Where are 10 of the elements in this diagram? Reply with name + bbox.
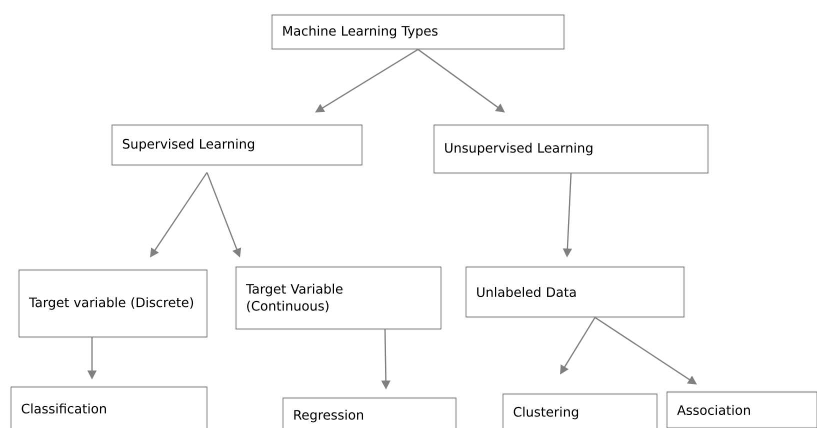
process-box: Unsupervised Learning xyxy=(434,124,708,174)
process-box: Classification xyxy=(10,386,208,428)
process-box: Clustering xyxy=(502,394,658,428)
process-box: Target variable (Discrete) xyxy=(18,270,208,338)
process-box: Machine Learning Types xyxy=(272,14,564,50)
process-box: Target Variable (Continuous) xyxy=(236,266,442,330)
process-box: Association xyxy=(666,392,817,428)
process-box: Supervised Learning xyxy=(112,124,362,166)
process-box: Regression xyxy=(282,398,456,428)
process-box: Unlabeled Data xyxy=(466,266,684,318)
